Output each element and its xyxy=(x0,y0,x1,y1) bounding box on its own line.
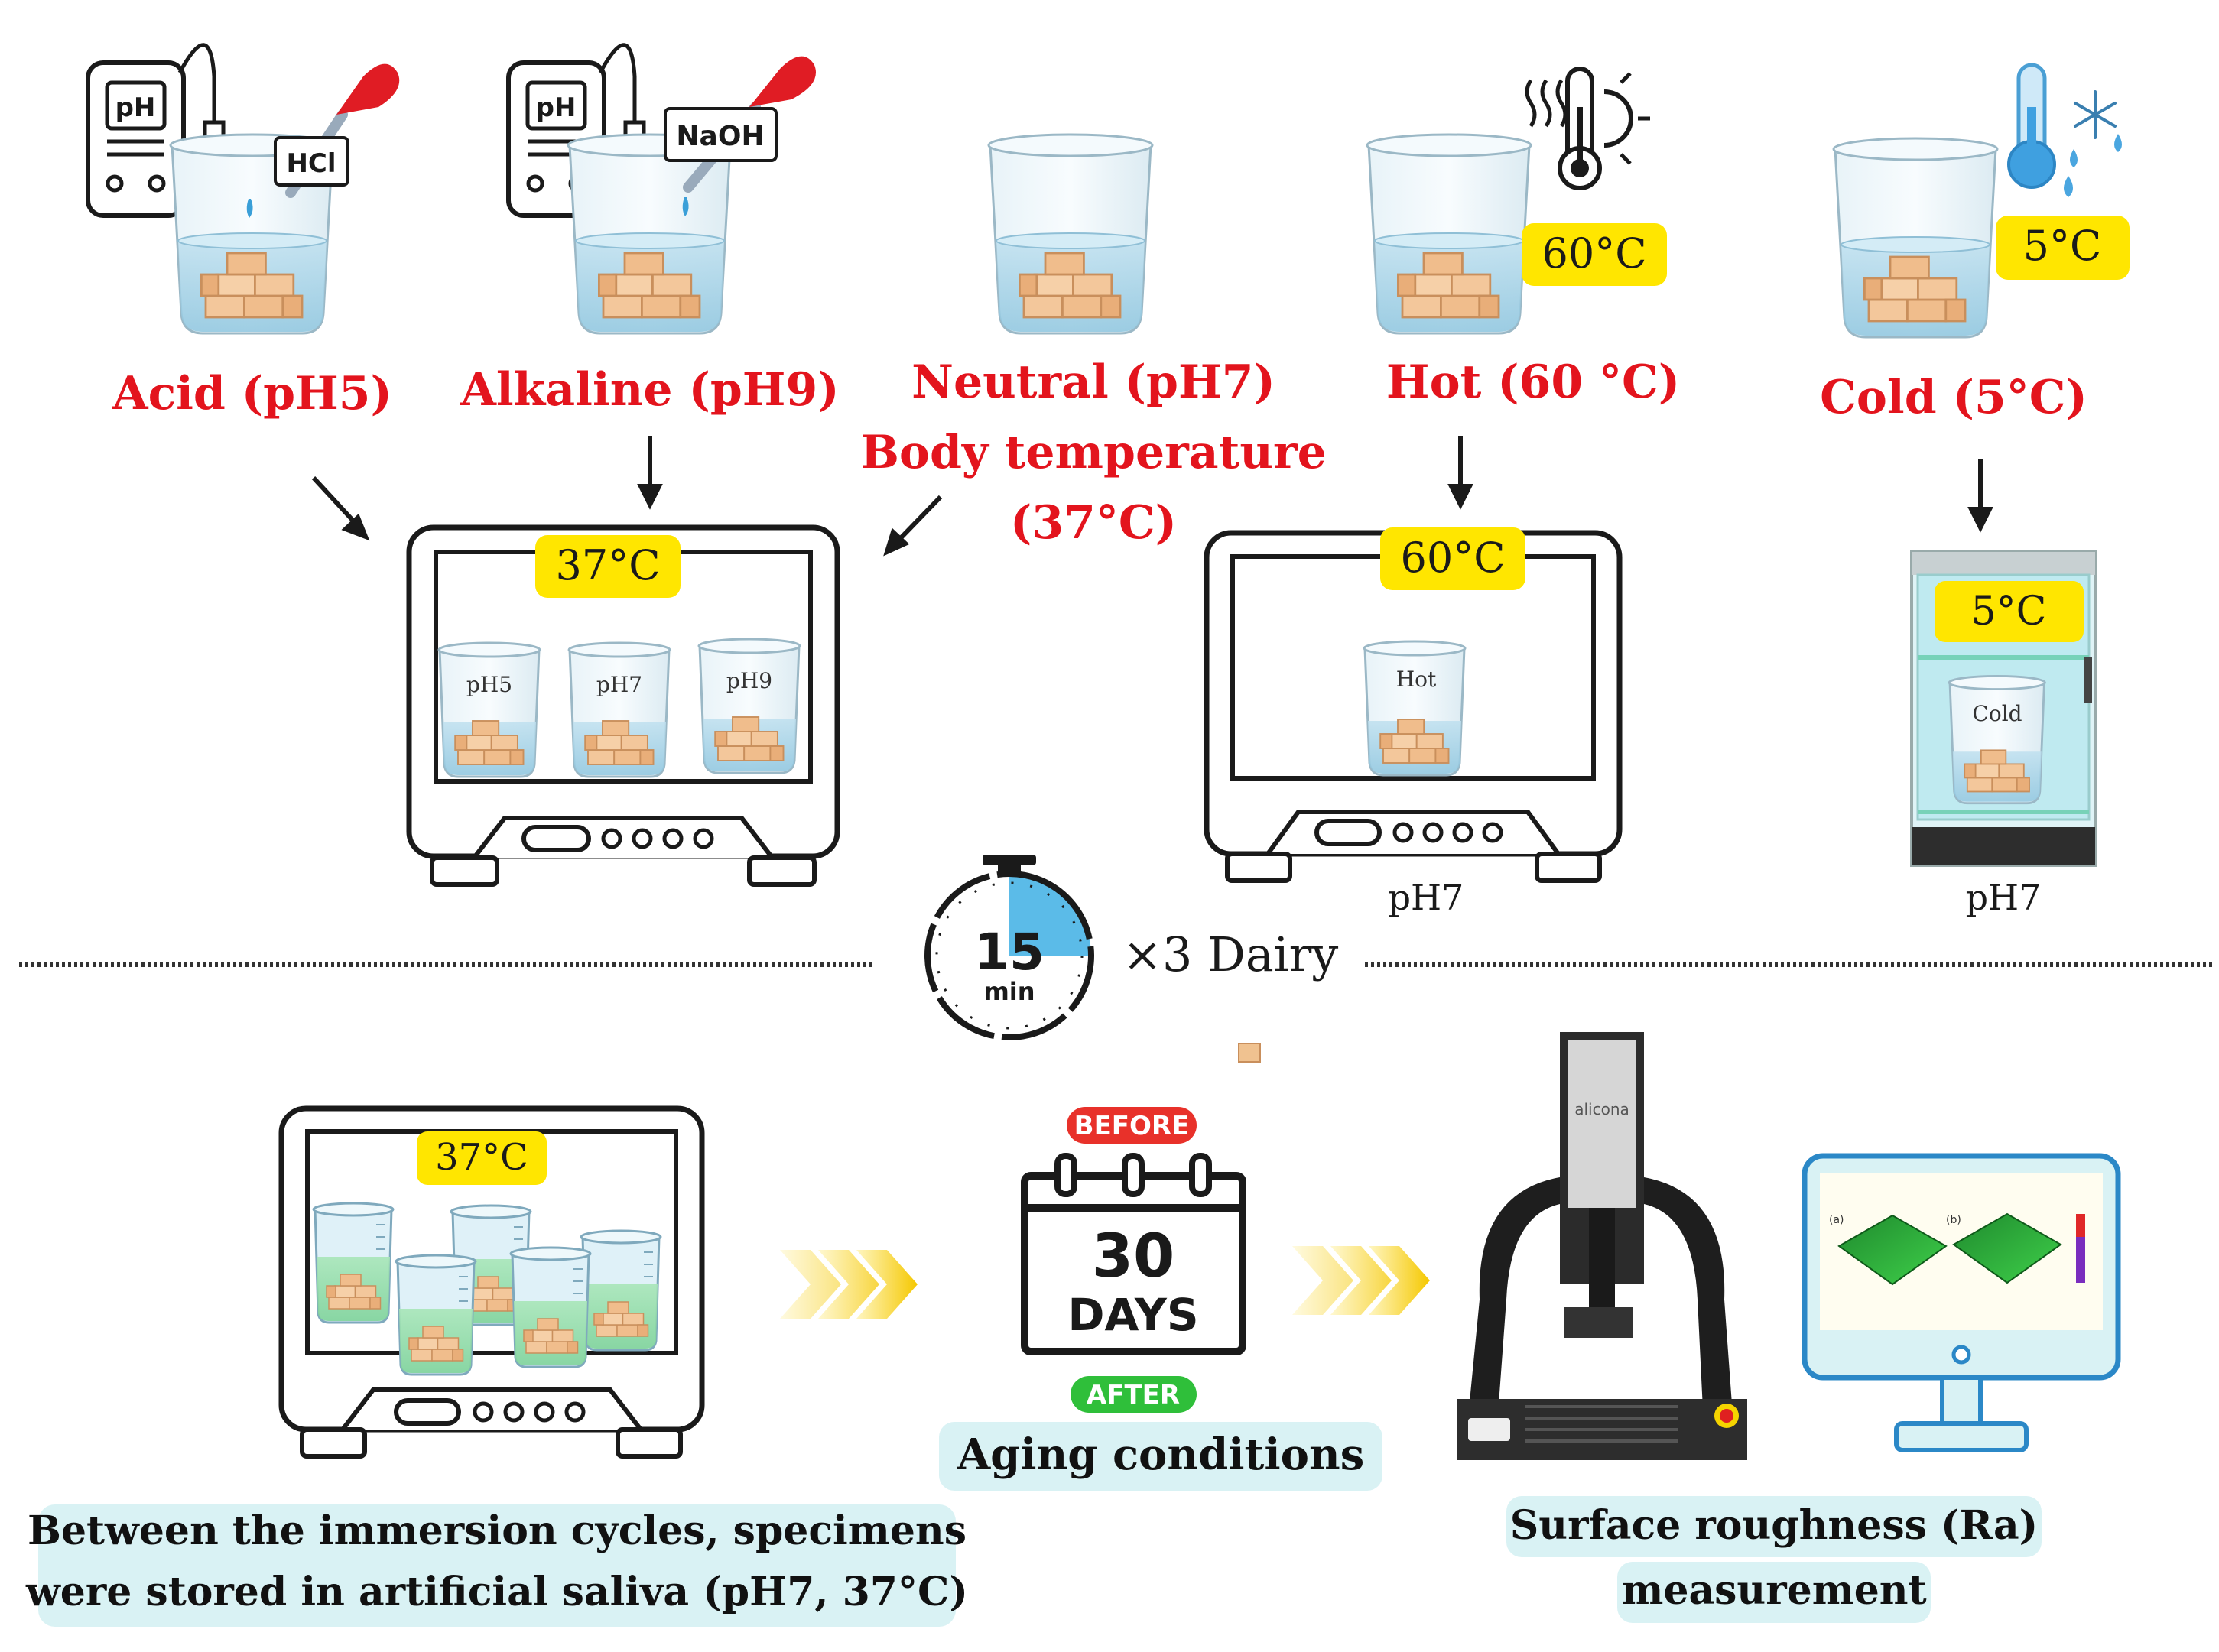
hot-condition-label: Hot (60 °C) xyxy=(1386,355,1680,409)
fridge-5c-badge: 5°C xyxy=(1971,589,2047,635)
neutral-temp-label: (37°C) xyxy=(1010,496,1177,550)
storage-temp-badge: 37°C xyxy=(435,1136,528,1179)
roughness-caption-line2: measurement xyxy=(1621,1567,1926,1614)
hcl-label: HCl xyxy=(286,148,336,179)
cold-ph-label: pH7 xyxy=(1966,877,2042,918)
timer-icon: 15 min xyxy=(924,855,1094,1040)
ph-meter-label-2: pH xyxy=(536,92,577,123)
fridge-5c: 5°C Cold pH7 xyxy=(1910,550,2097,918)
cold-condition-label: Cold (5°C) xyxy=(1820,371,2087,424)
profilometer-device: alicona xyxy=(1457,1032,1747,1460)
cold-beaker-temp-badge: 5°C xyxy=(2023,222,2102,270)
acid-station: pH HCl Acid (pH5) xyxy=(86,43,400,420)
hot-ph-label: pH7 xyxy=(1389,877,1464,918)
calendar-30-days: BEFORE 30 DAYS AFTER xyxy=(1021,1107,1246,1413)
storage-caption-line1: Between the immersion cycles, specimens xyxy=(28,1508,967,1554)
neutral-condition-label: Neutral (pH7) xyxy=(911,355,1275,409)
incubator-37c-badge: 37°C xyxy=(555,541,660,589)
storage-caption: Between the immersion cycles, specimens … xyxy=(25,1504,968,1627)
specimen-icon xyxy=(1238,1043,1261,1063)
beaker-hot-label: Hot xyxy=(1396,667,1437,692)
timer-repeat-label: ×3 Dairy xyxy=(1122,927,1338,982)
cold-thermometer-icon xyxy=(2007,63,2122,197)
calendar-days-number: 30 xyxy=(1092,1222,1175,1291)
alkaline-station: pH NaOH Alkaline (pH9) xyxy=(460,43,840,417)
storage-caption-line2: were stored in artificial saliva (pH7, 3… xyxy=(25,1569,968,1615)
aging-caption-text: Aging conditions xyxy=(957,1430,1365,1480)
alkaline-condition-label: Alkaline (pH9) xyxy=(460,363,839,417)
hot-thermometer-icon xyxy=(1525,67,1650,190)
ph-meter-label: pH xyxy=(115,92,156,123)
after-badge: AFTER xyxy=(1087,1380,1180,1410)
timer-value: 15 xyxy=(974,923,1045,982)
timer-unit: min xyxy=(983,977,1035,1006)
incubator-60c-badge: 60°C xyxy=(1400,534,1505,582)
calendar-days-word: DAYS xyxy=(1067,1289,1198,1341)
hot-beaker-temp-badge: 60°C xyxy=(1542,229,1646,277)
beaker-cold-label: Cold xyxy=(1972,701,2022,726)
neutral-body-temp-label: Body temperature xyxy=(860,426,1327,479)
before-badge: BEFORE xyxy=(1074,1111,1190,1141)
incubator-60c: 60°C Hot pH7 xyxy=(1204,527,1623,918)
roughness-caption-line1: Surface roughness (Ra) xyxy=(1510,1502,2039,1549)
beaker-ph9-label: pH9 xyxy=(726,668,772,693)
hot-station: 60°C Hot (60 °C) xyxy=(1367,67,1680,409)
naoh-label: NaOH xyxy=(676,121,764,152)
cold-station: 5°C Cold (5°C) xyxy=(1820,63,2130,424)
monitor-icon: (a) (b) xyxy=(1802,1153,2121,1452)
incubator-37c: 37°C pH5 pH7 pH9 xyxy=(406,524,840,887)
device-brand: alicona xyxy=(1574,1100,1629,1118)
storage-incubator: 37°C xyxy=(278,1105,705,1459)
beaker-ph5-label: pH5 xyxy=(466,672,512,697)
panel-a-label: (a) xyxy=(1829,1214,1844,1226)
flow-arrows xyxy=(311,436,1993,557)
progress-chevrons-1 xyxy=(780,1250,918,1319)
panel-b-label: (b) xyxy=(1946,1214,1961,1226)
progress-chevrons-2 xyxy=(1292,1246,1430,1315)
beaker-ph7-label: pH7 xyxy=(596,672,642,697)
aging-caption: Aging conditions xyxy=(939,1422,1382,1491)
acid-condition-label: Acid (pH5) xyxy=(112,367,392,420)
roughness-caption: Surface roughness (Ra) measurement xyxy=(1506,1496,2042,1623)
neutral-station: Neutral (pH7) Body temperature (37°C) xyxy=(860,135,1327,550)
